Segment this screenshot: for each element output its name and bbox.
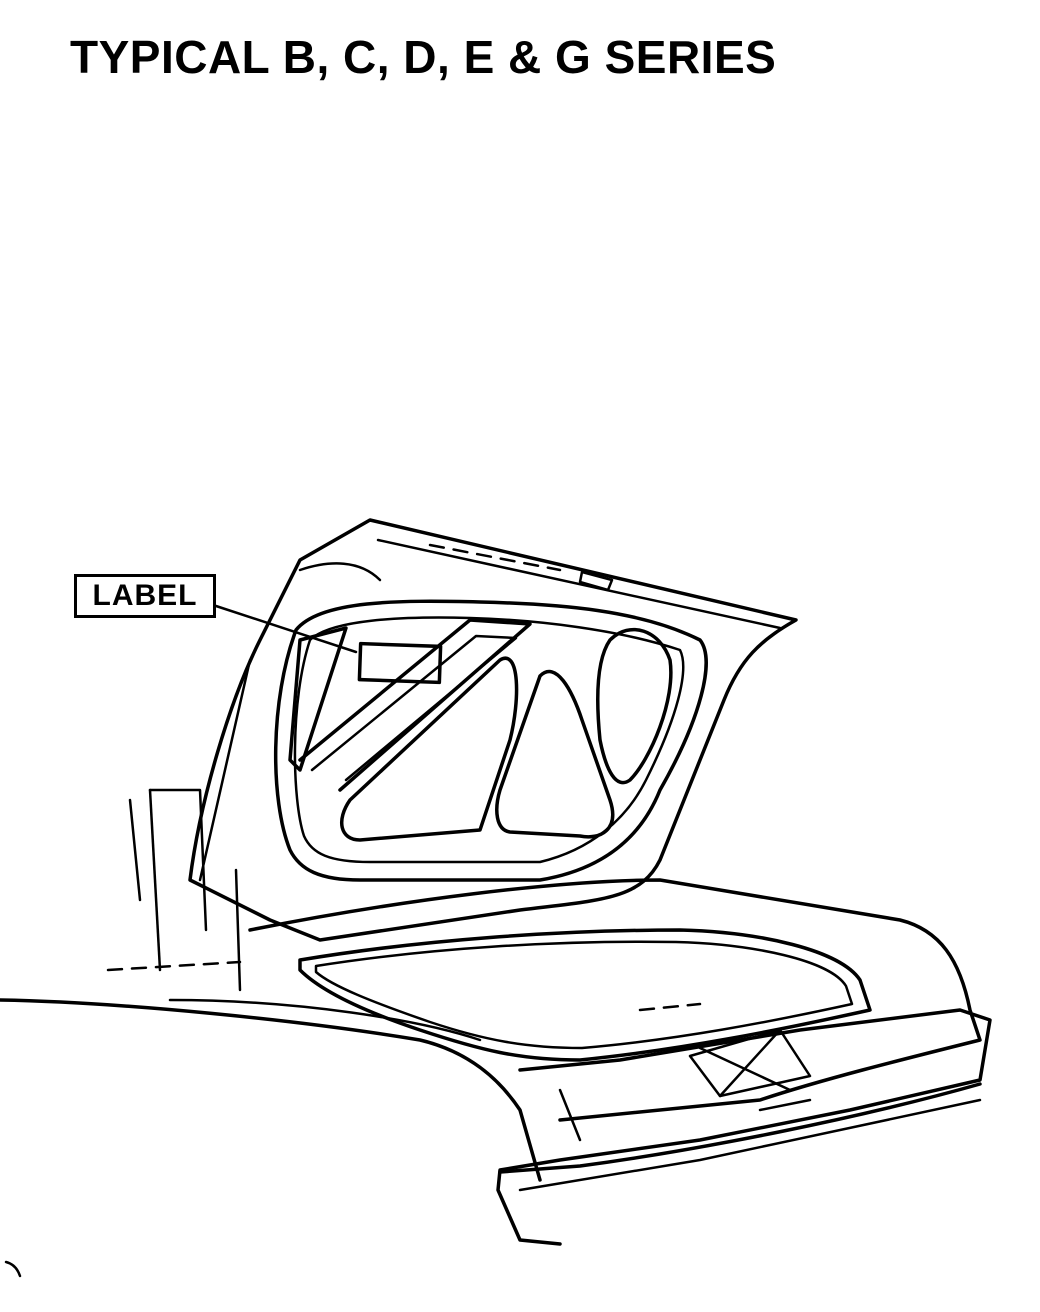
callout-leader-line [214,604,358,654]
lid-inner-panel [273,599,708,882]
lid-openings [288,626,673,842]
label-callout-box: LABEL [74,574,216,618]
label-callout-text: LABEL [92,579,198,612]
rear-bumper [496,1008,992,1246]
warning-label-sticker [357,641,443,685]
trunk-lid [188,518,798,992]
page-title: TYPICAL B, C, D, E & G SERIES [70,31,777,83]
car-body-outline [0,788,542,1278]
trunk-opening [248,878,982,1122]
